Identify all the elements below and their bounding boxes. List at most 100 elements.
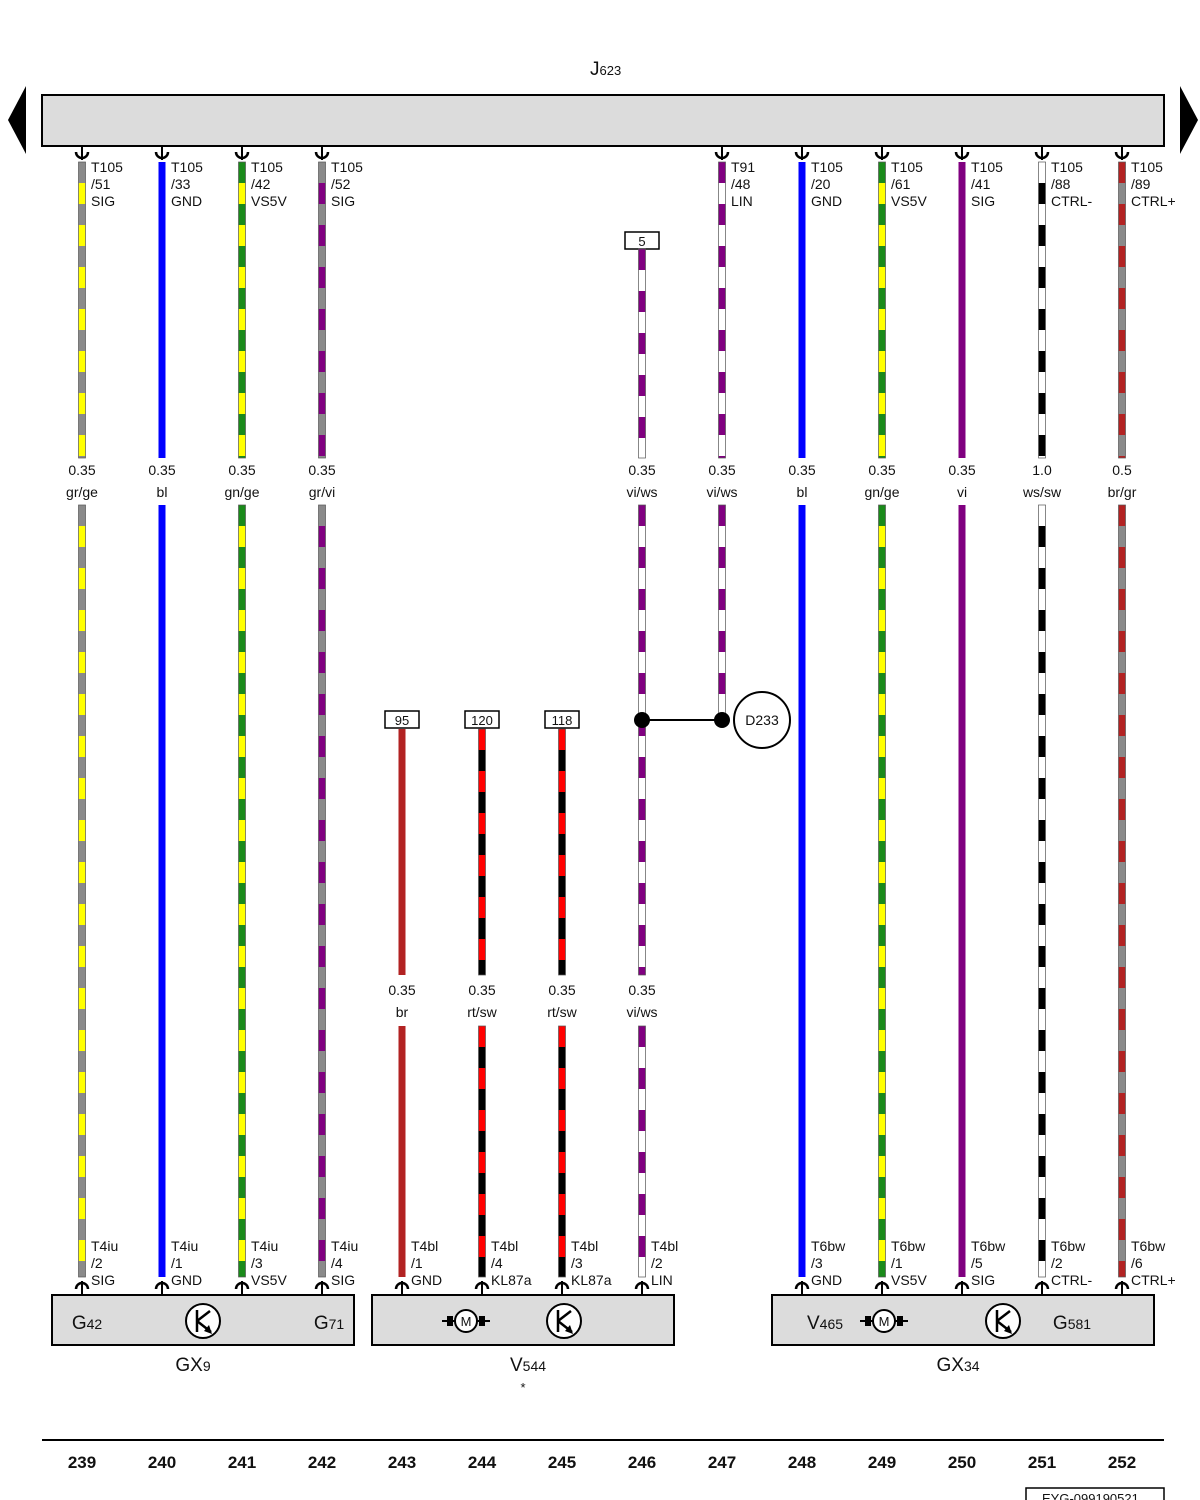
sensor-icon-arrowhead <box>1004 1325 1012 1334</box>
wire-dash-2 <box>238 799 246 820</box>
reference-box-6 <box>544 710 580 729</box>
wire-outline-13 <box>1118 161 1126 459</box>
wire-dash-5 <box>478 918 486 939</box>
wire-outline-13 <box>1118 504 1126 1278</box>
wire-code-8: vi/ws <box>706 484 737 500</box>
motor-icon <box>454 1309 478 1333</box>
wire-dash-3 <box>318 435 326 456</box>
wire-dash-13 <box>1118 757 1126 778</box>
wire-dash-0 <box>78 904 86 925</box>
wire-size-7: 0.35 <box>628 982 655 998</box>
wire-dash-12 <box>1038 351 1046 372</box>
wire-dash-10 <box>878 946 886 967</box>
wire-size-2: 0.35 <box>228 462 255 478</box>
wire-dash-13 <box>1118 246 1126 267</box>
component-part-main: G <box>1053 1313 1068 1334</box>
wire-segment-4 <box>398 1026 406 1277</box>
wire-dash-13 <box>1118 1177 1126 1198</box>
wire-dash-10 <box>878 820 886 841</box>
column-number-244: 244 <box>468 1453 497 1472</box>
top_pin-line-0-0: T105 <box>91 159 123 175</box>
bottom_pin-line-12-0: T6bw <box>1051 1238 1086 1254</box>
wire-dash-3 <box>318 183 326 204</box>
wire-dash-2 <box>238 1093 246 1114</box>
top_pin-line-9-0: T105 <box>811 159 843 175</box>
wire-dash-12 <box>1038 330 1046 351</box>
wire-dash-3 <box>318 547 326 568</box>
wire-dash-13 <box>1118 288 1126 309</box>
wire-dash-2 <box>238 1156 246 1177</box>
wire-dash-13 <box>1118 505 1126 526</box>
wire-dash-7 <box>638 333 646 354</box>
component-note: * <box>520 1380 525 1395</box>
wires-layer: 0.35gr/geT105/51SIGT4iu/2SIG0.35blT105/3… <box>66 146 1176 1295</box>
wire-dash-2 <box>238 393 246 414</box>
wire-dash-12 <box>1038 1030 1046 1051</box>
wire-dash-12 <box>1038 946 1046 967</box>
wire-dash-6 <box>558 897 566 918</box>
wire-dash-3 <box>318 162 326 183</box>
wire-dash-6 <box>558 1068 566 1089</box>
wire-dash-2 <box>238 351 246 372</box>
wire-dash-12 <box>1038 393 1046 414</box>
wire-dash-12 <box>1038 288 1046 309</box>
wire-dash-0 <box>78 610 86 631</box>
wire-dash-6 <box>558 771 566 792</box>
wire-dash-5 <box>478 1110 486 1131</box>
wire-dash-3 <box>318 288 326 309</box>
wire-dash-12 <box>1038 1198 1046 1219</box>
top_pin-line-8-1: /48 <box>731 176 751 192</box>
wire-dash-13 <box>1118 1261 1126 1277</box>
wire-dash-8 <box>718 610 726 631</box>
wire-outline-0 <box>78 161 86 459</box>
wire-dash-10 <box>878 631 886 652</box>
wire-dash-13 <box>1118 925 1126 946</box>
wire-code-12: ws/sw <box>1022 484 1062 500</box>
wire-dash-0 <box>78 1051 86 1072</box>
wire-outline-6 <box>558 1025 566 1278</box>
top_pin-line-13-2: CTRL+ <box>1131 193 1176 209</box>
wire-dash-7 <box>638 291 646 312</box>
wire-dash-13 <box>1118 309 1126 330</box>
wire-dash-13 <box>1118 778 1126 799</box>
wire-outline-2 <box>238 161 246 459</box>
wire-dash-7 <box>638 757 646 778</box>
bottom_pin-line-13-2: CTRL+ <box>1131 1272 1176 1288</box>
wire-outline-5 <box>478 728 486 976</box>
next-page-arrow-icon[interactable] <box>1180 86 1198 154</box>
wire-outline-7 <box>638 504 646 976</box>
wire-code-9: bl <box>797 484 808 500</box>
column-number-246: 246 <box>628 1453 656 1472</box>
wire-dash-12 <box>1038 883 1046 904</box>
wire-dash-13 <box>1118 330 1126 351</box>
wire-dash-7 <box>638 1131 646 1152</box>
wire-dash-12 <box>1038 673 1046 694</box>
wire-dash-8 <box>718 351 726 372</box>
top_pin-line-3-1: /52 <box>331 176 351 192</box>
wire-dash-0 <box>78 204 86 225</box>
wire-dash-3 <box>318 799 326 820</box>
wire-dash-0 <box>78 589 86 610</box>
wire-dash-13 <box>1118 162 1126 183</box>
wire-dash-7 <box>638 312 646 333</box>
column-number-248: 248 <box>788 1453 816 1472</box>
wire-code-6: rt/sw <box>547 1004 577 1020</box>
top_pin-line-2-0: T105 <box>251 159 283 175</box>
wire-dash-5 <box>478 1089 486 1110</box>
wire-dash-3 <box>318 1072 326 1093</box>
wire-dash-2 <box>238 183 246 204</box>
top_pin-line-11-1: /41 <box>971 176 991 192</box>
previous-page-arrow-icon[interactable] <box>8 86 26 154</box>
wire-dash-7 <box>638 568 646 589</box>
wire-dash-8 <box>718 183 726 204</box>
wire-dash-12 <box>1038 246 1046 267</box>
wire-dash-2 <box>238 246 246 267</box>
reference-number-5: 120 <box>471 713 493 728</box>
wire-dash-13 <box>1118 1240 1126 1261</box>
wire-dash-12 <box>1038 631 1046 652</box>
motor-icon-letter: M <box>879 1314 890 1329</box>
wire-code-7: vi/ws <box>626 484 657 500</box>
wire-code-4: br <box>396 1004 409 1020</box>
wire-dash-8 <box>718 526 726 547</box>
wire-dash-10 <box>878 1009 886 1030</box>
